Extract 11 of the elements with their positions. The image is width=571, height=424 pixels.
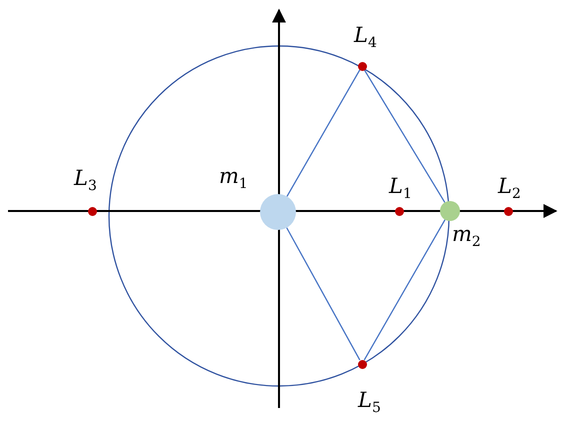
mass-label: m$_{1}$	[219, 166, 248, 192]
point-label: L$_{4}$	[354, 25, 377, 50]
point-label: L$_{3}$	[74, 168, 97, 194]
connector-line	[364, 70, 446, 203]
connector-line	[286, 227, 360, 360]
point-label: L$_{2}$	[498, 176, 521, 202]
connector-line	[364, 219, 446, 360]
point-label: L$_{5}$	[358, 390, 381, 416]
point-label: L$_{1}$	[389, 176, 412, 202]
mass-label: m$_{2}$	[452, 224, 481, 250]
connector-line	[286, 70, 360, 197]
